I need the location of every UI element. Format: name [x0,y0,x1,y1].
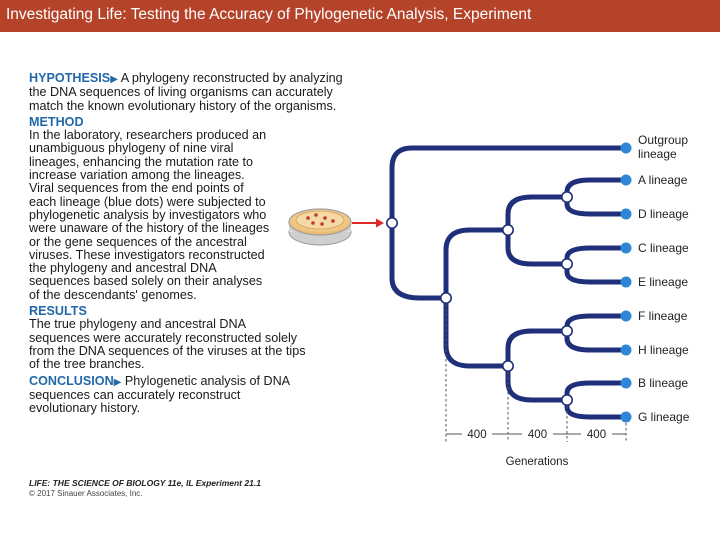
tip-dot [620,242,632,254]
method-line: viruses. These investigators reconstruct… [29,247,265,262]
tip-dot [620,310,632,322]
branch-root-outgroup [389,145,629,226]
tip-label-e: E lineage [638,275,688,289]
method-line: or the gene sequences of the ancestral [29,234,247,249]
tip-label-g: G lineage [638,410,690,424]
branch-n3-n6 [505,227,570,267]
ancestral-node [385,217,398,230]
method-line: lineages, enhancing the mutation rate to [29,154,254,169]
method-line: phylogenetic analysis by investigators w… [29,207,267,222]
branch-to-e [564,261,629,285]
interval-label: 400 [528,429,547,441]
tip-dot [620,174,632,186]
method-line: In the laboratory, researchers produced … [29,128,267,143]
hypothesis-line-3: match the known evolutionary history of … [29,98,337,113]
petri-dish-icon [288,208,352,246]
tip-dot [620,276,632,288]
interval-label: 400 [467,429,486,441]
branch-to-f [564,313,629,334]
tip-label-outgroup-line-2: lineage [638,147,677,161]
branch-n2-n4 [443,295,511,369]
tip-dots [620,142,632,423]
title-bar: Investigating Life: Testing the Accuracy… [0,0,720,32]
arrow-to-root [352,218,384,228]
ancestral-node [560,324,573,337]
page-title: Investigating Life: Testing the Accuracy… [6,6,532,23]
branch-n4-n8 [505,363,570,403]
results-line: of the tree branches. [29,357,145,372]
generation-guides [445,304,627,442]
tip-label-b: B lineage [638,376,688,390]
branch-root-ingroup [389,220,449,301]
hypothesis-line-1: HYPOTHESIS▶ A phylogeny reconstructed by… [29,71,374,86]
tree-branches [389,145,629,420]
tip-dot [620,411,632,423]
branch-n3-n5 [505,194,570,233]
method-line: were unaware of the history of the linea… [29,221,270,236]
results-heading: RESULTS [29,304,87,319]
branch-to-h [564,328,629,353]
method-line: each lineage (blue dots) were subjected … [29,194,266,209]
hypothesis-text: A phylogeny reconstructed by analyzing [120,71,343,85]
conclusion-line: evolutionary history. [29,401,141,416]
ancestral-node [560,393,573,406]
method-line: the phylogeny and ancestral DNA [29,261,217,276]
method-line: sequences based solely on their analyses [29,274,263,289]
tip-label-a: A lineage [638,173,688,187]
results-line: The true phylogeny and ancestral DNA [29,317,247,332]
ancestral-node [560,257,573,270]
method-line: unambiguous phylogeny of nine viral [29,141,234,156]
method-line: Viral sequences from the end points of [29,181,244,196]
tip-label-d: D lineage [638,207,689,221]
hypothesis-line-2: the DNA sequences of living organisms ca… [29,85,333,100]
tip-label-outgroup-line-1: Outgroup [638,133,688,147]
branch-to-a [564,177,629,200]
branch-n4-n7 [505,328,570,369]
tip-dot [620,344,632,356]
conclusion-line: sequences can accurately reconstruct [29,387,241,402]
conclusion-line-1: CONCLUSION▶ Phylogenetic analysis of DNA [29,373,374,389]
tip-dot [620,142,632,154]
conclusion-text: Phylogenetic analysis of DNA [124,373,291,388]
tip-label-h: H lineage [638,343,689,357]
ancestral-node [501,224,514,237]
branch-n2-n3 [443,227,511,301]
textbook-credit: LIFE: THE SCIENCE OF BIOLOGY 11e, IL Exp… [29,478,261,488]
ancestral-node [439,291,452,304]
ancestral-node [501,359,514,372]
conclusion-heading: CONCLUSION [29,373,114,388]
branch-to-c [564,245,629,267]
copyright-notice: © 2017 Sinauer Associates, Inc. [29,489,143,498]
results-line: from the DNA sequences of the viruses at… [29,343,306,358]
branch-to-d [564,194,629,217]
method-heading: METHOD [29,114,84,129]
triangle-right-icon: ▶ [113,376,122,388]
triangle-right-icon: ▶ [110,74,118,85]
tip-label-c: C lineage [638,241,689,255]
method-line: increase variation among the lineages. [29,168,245,183]
generations-axis-label: Generations [506,456,569,468]
experiment-text-panel: HYPOTHESIS▶ A phylogeny reconstructed by… [29,71,374,416]
branch-to-b [564,380,629,403]
method-line: of the descendants' genomes. [29,287,197,302]
hypothesis-heading: HYPOTHESIS [29,71,111,85]
branch-to-g [564,397,629,420]
tip-dot [620,208,632,220]
tip-dot [620,377,632,389]
interval-label: 400 [587,429,606,441]
ancestral-node [560,191,573,204]
ancestral-nodes [385,191,573,406]
results-line: sequences were accurately reconstructed … [29,330,298,345]
tip-label-f: F lineage [638,309,688,323]
